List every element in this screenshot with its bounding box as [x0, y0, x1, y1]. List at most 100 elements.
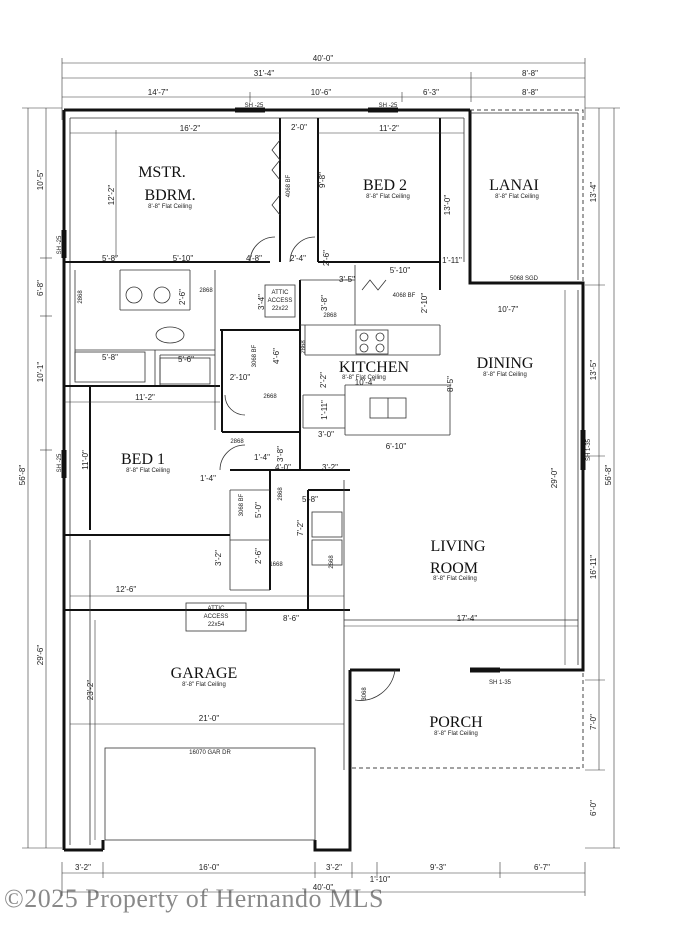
lanai-porch-outline — [352, 109, 584, 769]
dim-bed1-h: 11'-0" — [81, 450, 90, 470]
tag-attic1-b: ACCESS — [268, 298, 293, 304]
dim-k-f: 3'-0" — [318, 430, 334, 439]
dim-top-d: 8'-8" — [522, 88, 538, 97]
dim-dining-h: 13'-5" — [589, 360, 598, 381]
dim-k-e: 3'-8" — [320, 295, 329, 311]
tag-door-2868-e: 2868 — [278, 487, 284, 501]
room-bed2-ceiling: 8'-8" Flat Ceiling — [366, 194, 410, 200]
dim-top-overall: 40'-0" — [313, 54, 334, 63]
dim-attic-a: 3'-4" — [257, 294, 266, 310]
dim-bed2-w: 11'-2" — [379, 124, 399, 133]
tag-door-2868-c: 2868 — [323, 313, 337, 319]
dim-living-side: 16'-11" — [589, 555, 598, 579]
tag-door-3068: 3068 — [362, 687, 368, 701]
tag-attic2-c: 22x54 — [208, 622, 225, 628]
dim-left-a: 10'-5" — [36, 170, 45, 191]
tag-garage-door: 16070 GAR DR — [189, 750, 231, 756]
tag-sh135-a: SH 1-35 — [586, 438, 592, 461]
tag-sh25-d: SH -25 — [57, 453, 63, 472]
dim-k-w: 10'-4" — [355, 378, 376, 387]
tag-attic1-a: ATTIC — [272, 290, 290, 296]
dryer — [311, 539, 343, 566]
range — [355, 329, 389, 355]
tag-door-2668b: 2668 — [329, 555, 335, 569]
room-kitchen: KITCHEN — [339, 359, 410, 376]
dim-bottom-e: 9'-3" — [430, 863, 446, 872]
tag-door-3068bf-b: 3068 BF — [239, 493, 245, 516]
closet-bifold — [271, 139, 387, 291]
dim-bath-g: 4'-6" — [272, 348, 281, 364]
bottom-dimension-lines — [61, 862, 586, 896]
dim-shower: 5'-8" — [102, 353, 118, 362]
room-lanai: LANAI — [489, 177, 539, 194]
watermark: ©2025 Property of Hernando MLS — [4, 884, 384, 913]
dim-bed1-w: 11'-2" — [135, 393, 155, 402]
dim-left-b: 6'-8" — [36, 280, 45, 296]
tag-door-2668: 2668 — [263, 394, 277, 400]
room-dining-ceiling: 8'-8" Flat Ceiling — [483, 372, 527, 378]
room-lanai-ceiling: 8'-8" Flat Ceiling — [495, 194, 539, 200]
dim-bottom-d: 1'-10" — [370, 875, 391, 884]
dim-garage-h: 23'-2" — [86, 680, 95, 701]
dim-living-h: 29'-0" — [550, 468, 559, 489]
dim-k-i: 2'-2" — [319, 372, 328, 388]
dim-top-right: 8'-8" — [522, 69, 538, 78]
dim-util-d: 3'-2" — [214, 550, 223, 566]
tag-sh25-c: SH -25 — [57, 235, 63, 254]
dim-bottom-c: 3'-2" — [326, 863, 342, 872]
left-dimension-lines — [22, 107, 62, 849]
dim-bath-d: 2'-4" — [290, 254, 306, 263]
room-porch: PORCH — [429, 714, 483, 731]
dim-dining-w: 10'-7" — [498, 305, 519, 314]
dim-top-left: 31'-4" — [254, 69, 275, 78]
tag-attic1-c: 22x22 — [272, 306, 289, 312]
dim-util-b: 7'-2" — [296, 520, 305, 536]
dim-k-g: 6'-10" — [386, 442, 407, 451]
tag-sh25-a: SH -25 — [245, 103, 264, 109]
tag-door-2868-d: 2868 — [230, 439, 244, 445]
dim-hall-e: 2'-6" — [322, 250, 331, 266]
dim-bath-c: 4'-8" — [246, 254, 262, 263]
dim-k-a: 3'-5" — [339, 275, 355, 284]
dim-garage-w1: 12'-6" — [116, 585, 137, 594]
dim-k-b: 5'-10" — [390, 266, 411, 275]
dim-bottom-overall: 40'-0" — [313, 883, 334, 892]
dim-util-c: 5'-0" — [254, 502, 263, 518]
dim-k-d: 2'-10" — [420, 293, 429, 314]
room-living-1: LIVING — [430, 538, 486, 555]
room-bed2: BED 2 — [363, 177, 407, 194]
tag-door-2868-a: 2868 — [78, 290, 84, 304]
top-dimension-lines — [61, 58, 586, 120]
interior-walls — [64, 117, 579, 845]
room-dining: DINING — [477, 355, 534, 372]
tag-door-3068bf-a: 3068 BF — [252, 344, 258, 367]
dim-k-c: 1'-11" — [442, 256, 462, 265]
dim-hall-b: 4'-0" — [275, 463, 291, 472]
dim-k-h2: 1'-11" — [320, 400, 329, 420]
tag-attic2-b: ACCESS — [204, 614, 229, 620]
attic-access-2-box — [185, 602, 247, 632]
tag-door-1668: 1668 — [269, 562, 283, 568]
dim-bottom-f: 6'-7" — [534, 863, 550, 872]
dim-left-d: 29'-6" — [36, 645, 45, 666]
dim-top-b: 10'-6" — [311, 88, 332, 97]
dim-right-overall: 56'-8" — [604, 465, 613, 486]
dim-left-overall: 56'-8" — [18, 465, 27, 486]
dim-hall-d: 1'-4" — [200, 474, 216, 483]
dim-bath-f: 2'-6" — [178, 289, 187, 305]
dim-left-c: 10'-1" — [36, 362, 45, 383]
dim-util-a: 5'-8" — [302, 495, 318, 504]
attic-access-1-box — [264, 284, 296, 318]
dim-hall-w: 2'-0" — [291, 123, 307, 132]
tag-door-2868-b: 2868 — [199, 288, 213, 294]
tag-door-5068sgd: 5068 SGD — [510, 276, 539, 282]
tag-sh135-b: SH 1-35 — [489, 680, 512, 686]
room-living-2: ROOM — [430, 560, 478, 577]
tag-door-4068bf-b: 4068 BF — [393, 293, 416, 299]
room-garage: GARAGE — [171, 665, 238, 682]
dim-top-c: 6'-3" — [423, 88, 439, 97]
dim-util-e: 2'-6" — [254, 548, 263, 564]
dim-bath-b: 5'-10" — [173, 254, 194, 263]
dim-k-h: 8'-5" — [446, 376, 455, 392]
